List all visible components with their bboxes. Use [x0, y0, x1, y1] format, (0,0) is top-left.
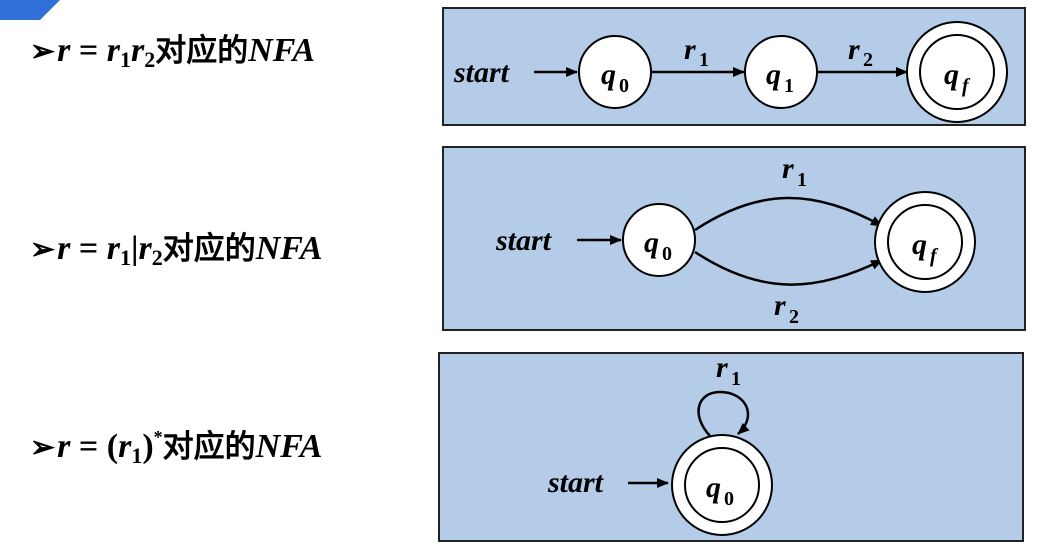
bullet-arrow-icon: ➢	[30, 35, 56, 68]
heading-eq: =	[78, 428, 99, 465]
state-name: q	[944, 58, 959, 91]
state-name: q	[912, 228, 927, 261]
transition-edge	[694, 196, 883, 232]
heading-expr-sub: 2	[151, 245, 163, 270]
edge-label-sub: 2	[863, 49, 873, 71]
heading-expr-term: r	[106, 230, 120, 267]
heading-nfa: NFA	[255, 428, 323, 465]
heading-expr-sub: 1	[119, 47, 131, 72]
heading-expr-term: r	[106, 32, 120, 69]
heading-lhs: r	[57, 230, 71, 267]
state-name: q	[601, 58, 616, 91]
state-name: q	[706, 471, 721, 504]
state-sub: 0	[724, 488, 734, 510]
edge-label-sub: 1	[731, 368, 741, 390]
edge-label-sub: 1	[797, 169, 807, 191]
heading-cjk: 对应的	[155, 33, 249, 69]
heading-lhs: r	[57, 32, 71, 69]
heading-cjk: 对应的	[162, 429, 256, 465]
edge-label-sub: 2	[789, 306, 799, 328]
edge-label: r	[782, 152, 794, 185]
state-name: q	[766, 58, 781, 91]
heading-expr-sub: 1	[131, 443, 143, 468]
heading-nfa: NFA	[255, 230, 323, 267]
nfa-diagram-union: start q 0 r 1 r 2 q f	[495, 152, 976, 328]
start-label: start	[453, 56, 511, 89]
edge-label: r	[684, 33, 696, 66]
edge-label: r	[774, 289, 786, 322]
transition-edge	[694, 250, 883, 286]
state-sub: f	[962, 75, 971, 97]
start-label: start	[495, 224, 553, 257]
heading-eq: =	[78, 230, 99, 267]
state-circle	[744, 35, 818, 109]
heading-expr-paren: )	[142, 428, 154, 465]
nfa-panel-union: start q 0 r 1 r 2 q f	[442, 146, 1026, 331]
accept-state-inner	[684, 447, 760, 523]
bullet-arrow-icon: ➢	[30, 431, 56, 464]
heading-union: ➢r = r1|r2对应的NFA	[30, 232, 323, 269]
state-name: q	[644, 226, 659, 259]
heading-expr-star: *	[153, 427, 163, 447]
bullet-arrow-icon: ➢	[30, 233, 56, 266]
accept-state-inner	[919, 34, 995, 110]
heading-expr-sub: 2	[144, 47, 156, 72]
heading-expr-sub: 1	[119, 245, 131, 270]
heading-cjk: 对应的	[162, 231, 256, 267]
state-sub: f	[930, 245, 939, 267]
heading-lhs: r	[57, 428, 71, 465]
nfa-panel-star: r 1 start q 0	[438, 352, 1024, 542]
corner-accent	[0, 0, 60, 20]
state-sub: 0	[619, 75, 629, 97]
accept-state-inner	[887, 204, 963, 280]
state-sub: 0	[662, 243, 672, 265]
start-label: start	[547, 466, 605, 499]
edge-label-sub: 1	[699, 49, 709, 71]
heading-expr-paren: (	[106, 428, 119, 465]
nfa-diagram-star: r 1 start q 0	[547, 354, 773, 536]
nfa-diagram-concat: start q 0 r 1 q 1 r 2 q f	[453, 21, 1008, 123]
heading-concat: ➢r = r1r2对应的NFA	[30, 34, 315, 71]
self-loop-edge	[697, 390, 750, 437]
heading-nfa: NFA	[248, 32, 316, 69]
edge-label: r	[848, 33, 860, 66]
state-circle	[622, 203, 696, 277]
heading-eq: =	[78, 32, 99, 69]
heading-expr-term: r	[118, 428, 132, 465]
state-sub: 1	[784, 75, 794, 97]
heading-star: ➢r = (r1)*对应的NFA	[30, 428, 322, 467]
nfa-panel-concat: start q 0 r 1 q 1 r 2 q f	[442, 7, 1026, 126]
heading-expr-term: r	[138, 230, 152, 267]
heading-expr-term: r	[130, 32, 145, 69]
heading-expr-bar: |	[130, 230, 139, 267]
edge-label: r	[716, 354, 728, 384]
